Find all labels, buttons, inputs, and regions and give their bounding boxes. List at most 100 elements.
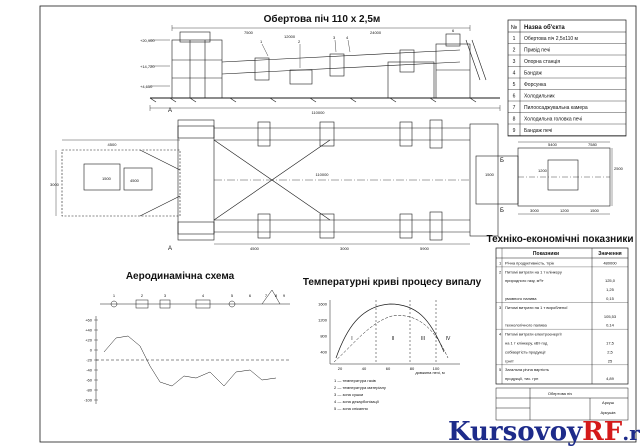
- aero-point-label: 2: [141, 293, 144, 298]
- aero-y-tick: -80: [86, 388, 93, 393]
- tech-row-value: 0,14: [606, 323, 615, 328]
- tech-row-name: Питомі витрати на 1 т клінкеру: [505, 269, 562, 274]
- watermark: KursovoyRF.ru: [448, 417, 640, 447]
- plan-dim-r2: 1200: [560, 208, 570, 213]
- elev-top-label: +20,900: [140, 38, 155, 43]
- section-mark-a-bottom: А: [168, 246, 172, 252]
- dim-b: 12000: [284, 34, 296, 39]
- legend-row-number: 4: [513, 71, 516, 77]
- elev-low-label: +4,650: [140, 84, 153, 89]
- tech-row-value: 17,5: [606, 341, 615, 346]
- elevation-labels: +20,900 +14,720 +4,650 110000 7500 12000…: [140, 28, 455, 115]
- aero-y-tick: 0: [90, 348, 93, 353]
- plan-dim-r6: 7580: [588, 142, 598, 147]
- tech-row-name: Загальна річна вартість: [505, 367, 549, 372]
- tech-head-name: Показники: [533, 251, 559, 257]
- tech-row-name: грн/т: [505, 358, 514, 363]
- callout-1: 1: [260, 39, 263, 44]
- plan-dim-left: 4500: [108, 142, 118, 147]
- temp-y-tick: 400: [320, 350, 327, 355]
- total-length-dim: 110000: [311, 110, 325, 115]
- aero-y-tick: +20: [85, 338, 93, 343]
- kiln-plan: [55, 119, 613, 245]
- callout-2: 2: [298, 39, 301, 44]
- legend-row-name: Холодильна головка печі: [524, 117, 582, 123]
- plan-length-dim: 110000: [315, 172, 329, 177]
- plan-dim-b1: 4500: [250, 246, 260, 251]
- temp-legend-item: 1 — температура газів: [334, 378, 376, 383]
- callout-4: 4: [346, 35, 349, 40]
- aero-y-tick: -100: [84, 398, 93, 403]
- section-mark-b: Б: [500, 158, 504, 164]
- tech-row-name: собівартість продукції: [505, 349, 546, 354]
- legend-row-name: Обертова піч 2,5х110 м: [524, 36, 579, 42]
- tech-row-value: 2,5: [607, 349, 613, 354]
- tech-row-value: 480000: [603, 260, 617, 265]
- legend-row-number: 2: [513, 48, 516, 54]
- legend-row-name: Бандаж печі: [524, 128, 552, 134]
- temp-zone-label: III: [421, 336, 425, 342]
- temp-y-tick: 800: [320, 334, 327, 339]
- temp-title: Температурні криві процесу випалу: [303, 277, 482, 288]
- tech-row-name: технологічного палива: [505, 323, 547, 328]
- legend-col-no: №: [511, 24, 517, 31]
- watermark-right: .ru: [622, 421, 640, 445]
- aero-scheme: [95, 289, 290, 404]
- temp-x-tick: 20: [338, 366, 343, 371]
- tech-row-name: Річна продуктивність, т/рік: [505, 260, 554, 265]
- temp-y-tick: 1600: [318, 302, 328, 307]
- title-block-doc: Обертова піч: [548, 391, 572, 396]
- section-mark-a: А: [168, 108, 172, 114]
- temp-x-tick: 60: [386, 366, 391, 371]
- section-mark-b-bottom: Б: [500, 208, 504, 214]
- aero-y-tick: +40: [85, 328, 93, 333]
- plan-dim-box2: 4500: [130, 178, 140, 183]
- temp-chart: [329, 300, 460, 365]
- tech-row-value: 25: [608, 358, 613, 363]
- plan-dim-r5: 2500: [614, 166, 624, 171]
- tech-row-value: 4,89: [606, 376, 615, 381]
- legend-row-number: 3: [513, 59, 516, 65]
- legend-row-number: 1: [513, 36, 516, 42]
- object-legend-table: № Назва об'єкта 1 Обертова піч 2,5х110 м 2…: [507, 19, 627, 137]
- temp-legend-item: 3 — зона сушки: [334, 392, 363, 397]
- kiln-elevation: [149, 25, 501, 111]
- elev-mid-label: +14,720: [140, 64, 155, 69]
- aero-y-tick: -20: [86, 358, 93, 363]
- plan-dim-r4: 5400: [548, 142, 558, 147]
- temp-x-label: довжина печі, м: [415, 370, 445, 375]
- tech-row-name: на 1 т клінкеру, кВт·год: [505, 341, 548, 346]
- legend-row-name: Форсунка: [524, 82, 546, 88]
- temp-zone-label: II: [392, 336, 395, 342]
- main-title: Обертова піч 110 х 2,5м: [264, 13, 381, 25]
- temp-legend-item: 5 — зона спікання: [334, 406, 368, 411]
- dim-a: 7500: [244, 30, 254, 35]
- aero-point-label: 9: [283, 293, 286, 298]
- tech-row-number: 1: [499, 260, 502, 265]
- temp-y-tick: 1200: [318, 318, 328, 323]
- legend-row-number: 5: [513, 82, 516, 88]
- legend-row-name: Опорна станція: [524, 59, 560, 65]
- callout-3: 3: [333, 35, 336, 40]
- legend-row-name: Холодильник: [524, 94, 555, 100]
- tech-row-name: умовного палива: [505, 296, 537, 301]
- aero-point-label: 3: [164, 293, 167, 298]
- tech-row-number: 4: [499, 332, 502, 337]
- title-block: [495, 387, 629, 421]
- legend-col-name: Назва об'єкта: [524, 24, 565, 31]
- aero-point-label: 1: [113, 293, 116, 298]
- tech-row-name: природного газу, м³/т: [505, 278, 544, 283]
- legend-row-number: 6: [513, 94, 516, 100]
- aero-point-label: 4: [202, 293, 205, 298]
- aero-point-label: 8: [275, 293, 278, 298]
- temp-x-tick: 80: [410, 366, 415, 371]
- tech-title: Техніко-економічні показники: [486, 234, 633, 245]
- temp-x-tick: 40: [362, 366, 367, 371]
- plan-dim-b3: 5900: [420, 246, 430, 251]
- temp-zone-label: I: [351, 336, 352, 342]
- plan-dim-r8: 1500: [485, 172, 495, 177]
